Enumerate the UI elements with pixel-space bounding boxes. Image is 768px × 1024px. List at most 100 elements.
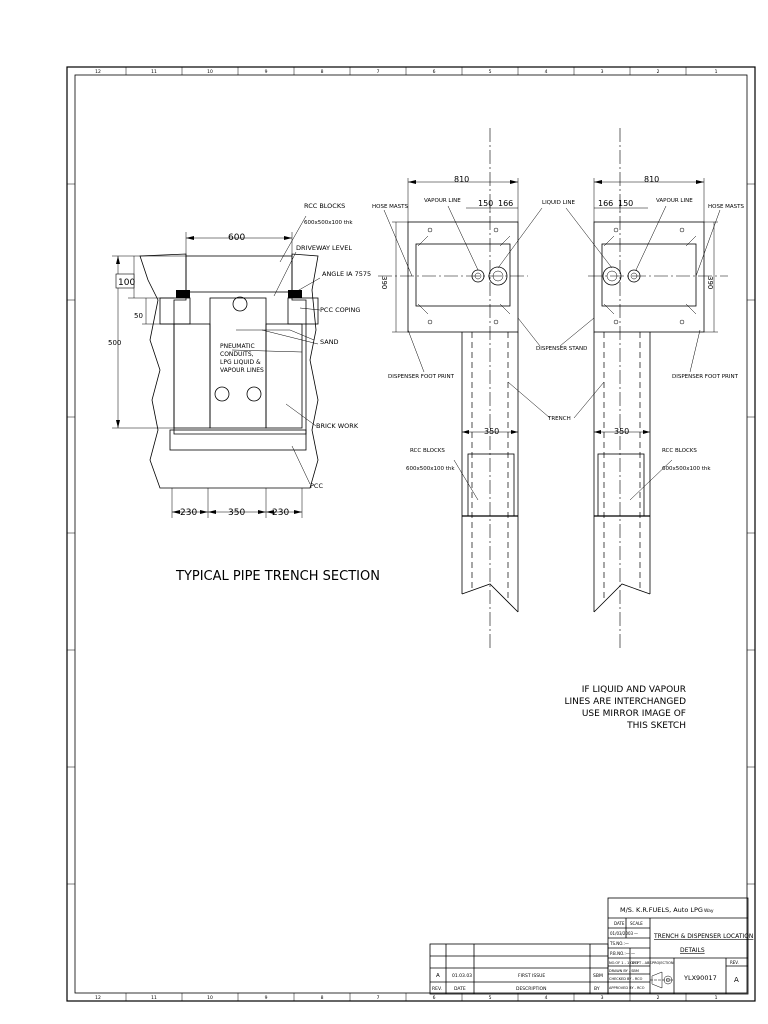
dept: DEPT - ABS xyxy=(632,961,652,965)
rev-row-desc: FIRST ISSUE xyxy=(518,973,545,979)
label-pcc: PCC xyxy=(310,482,323,490)
soil-mass xyxy=(139,253,319,489)
label-angle: ANGLE IA 7575 xyxy=(322,270,371,278)
dim-350: 350 xyxy=(228,508,245,518)
angle-right xyxy=(288,290,302,298)
label-rcc-blocks: RCC BLOCKS xyxy=(304,202,345,210)
scale-label: SCALE xyxy=(630,921,643,926)
rev-row-rev: A xyxy=(436,973,440,979)
label-hose-masts-left: HOSE MASTS xyxy=(372,204,409,210)
col-label: 6 xyxy=(433,995,436,1001)
dim-50: 50 xyxy=(134,312,143,320)
label-rcc-size: 600x500x100 thk xyxy=(304,220,353,226)
label-dispenser-stand: DISPENSER STAND xyxy=(536,346,587,352)
dim-390-left: 390 xyxy=(380,276,388,289)
col-label: 2 xyxy=(657,995,660,1001)
dim-810-right: 810 xyxy=(644,175,659,184)
label-footprint-left: DISPENSER FOOT PRINT xyxy=(388,374,455,380)
col-label: 10 xyxy=(207,995,213,1001)
col-label: 7 xyxy=(377,69,380,75)
brick-wall-right xyxy=(265,323,303,429)
dim-600: 600 xyxy=(228,233,245,243)
checked-by: CHECKED BY - RCO xyxy=(609,977,643,981)
col-label: 10 xyxy=(207,69,213,75)
col-label: 7 xyxy=(377,995,380,1001)
ref-2: P.B.NO.:— — xyxy=(610,951,635,956)
rev-header-date: DATE xyxy=(454,986,466,992)
col-label: 12 xyxy=(95,69,101,75)
dim-350-left: 350 xyxy=(484,427,499,436)
dim-166-right: 166 xyxy=(598,199,613,208)
pcc-coping-right xyxy=(287,297,319,325)
col-label: 11 xyxy=(151,69,157,75)
pipe xyxy=(214,386,230,402)
rev-value: A xyxy=(734,976,739,984)
angle-left xyxy=(176,290,190,298)
section-caption: TYPICAL PIPE TRENCH SECTION xyxy=(175,569,380,584)
label-hose-masts-right: HOSE MASTS xyxy=(708,204,745,210)
col-label: 5 xyxy=(489,69,492,75)
date-value: 01/03/2003 xyxy=(610,931,634,936)
label-vapour-line-right: VAPOUR LINE xyxy=(656,198,693,204)
pipe xyxy=(246,386,262,402)
title-block: M/S. K.R.FUELS, Auto LPG Way DATE 01/03/… xyxy=(429,897,753,995)
note-line-2: LINES ARE INTERCHANGED xyxy=(564,697,686,707)
col-label: 4 xyxy=(545,995,548,1001)
label-footprint-right: DISPENSER FOOT PRINT xyxy=(672,374,739,380)
col-label: 4 xyxy=(545,69,548,75)
date-label: DATE xyxy=(614,921,625,926)
rev-header-rev: REV. xyxy=(432,986,442,992)
pcc-base xyxy=(169,429,307,451)
dim-350-right: 350 xyxy=(614,427,629,436)
label-conduits-2: CONDUITS, xyxy=(220,351,254,358)
col-label: 1 xyxy=(715,69,718,75)
label-liquid-line: LIQUID LINE xyxy=(542,200,575,206)
note-line-1: IF LIQUID AND VAPOUR xyxy=(582,685,686,695)
sand-fill xyxy=(209,297,267,429)
label-sand: SAND xyxy=(320,338,339,346)
col-label: 8 xyxy=(321,69,324,75)
label-conduits-1: PNEUMATIC xyxy=(220,343,255,350)
client-name: M/S. K.R.FUELS, Auto LPG xyxy=(620,906,703,914)
dim-100: 100 xyxy=(118,278,135,288)
col-label: 6 xyxy=(433,69,436,75)
rev-header-by: BY xyxy=(594,986,600,992)
col-label: 9 xyxy=(265,69,268,75)
trench-section: 600 100 50 500 230 350 230 RCC BLOCKS 60… xyxy=(108,202,380,584)
note-line-4: THIS SKETCH xyxy=(626,721,686,731)
rev-row-date: 01.03.03 xyxy=(452,973,472,979)
label-rcc-right: RCC BLOCKS xyxy=(662,448,697,454)
label-brick-work: BRICK WORK xyxy=(316,422,359,430)
scale-value: — xyxy=(634,931,638,936)
label-conduits-3: LPG LIQUID & xyxy=(220,359,261,366)
rev-label: REV. xyxy=(730,960,739,965)
label-conduits-4: VAPOUR LINES xyxy=(220,367,264,374)
dispenser-plan-left: 810 150 166 350 390 HOSE MASTS VAPOUR LI… xyxy=(372,128,551,648)
ref-1: TS.NO.:— xyxy=(609,941,629,946)
drawing-title-2: DETAILS xyxy=(680,947,705,954)
col-label: 3 xyxy=(601,995,604,1001)
projection-symbol-icon xyxy=(650,971,674,989)
col-label: 5 xyxy=(489,995,492,1001)
col-label: 8 xyxy=(321,995,324,1001)
client-suffix: Way xyxy=(704,908,714,914)
dim-150-left: 150 xyxy=(478,199,493,208)
sheet-border: 12 11 10 9 8 7 6 5 4 3 2 1 12 11 10 9 8 … xyxy=(66,66,756,1002)
rev-row-by: SBM xyxy=(593,973,603,979)
approved-by: APPROVED BY - RCO xyxy=(609,986,645,990)
col-label: 2 xyxy=(657,69,660,75)
mirror-note: IF LIQUID AND VAPOUR LINES ARE INTERCHAN… xyxy=(564,685,686,731)
label-vapour-line-left: VAPOUR LINE xyxy=(424,198,461,204)
dispenser-plan-right: 810 166 150 350 390 LIQUID LINE VAPOUR L… xyxy=(536,128,745,648)
dim-500: 500 xyxy=(108,339,121,347)
col-label: 11 xyxy=(151,995,157,1001)
rev-header-desc: DESCRIPTION xyxy=(516,986,546,992)
pipe xyxy=(232,296,248,312)
dim-230-left: 230 xyxy=(180,508,197,518)
drawing-number: YLX90017 xyxy=(683,974,717,982)
label-driveway: DRIVEWAY LEVEL xyxy=(296,244,352,252)
label-rcc-right-size: 600x500x100 thk xyxy=(662,466,711,472)
col-label: 3 xyxy=(601,69,604,75)
drawing-title-1: TRENCH & DISPENSER LOCATION xyxy=(653,933,753,940)
